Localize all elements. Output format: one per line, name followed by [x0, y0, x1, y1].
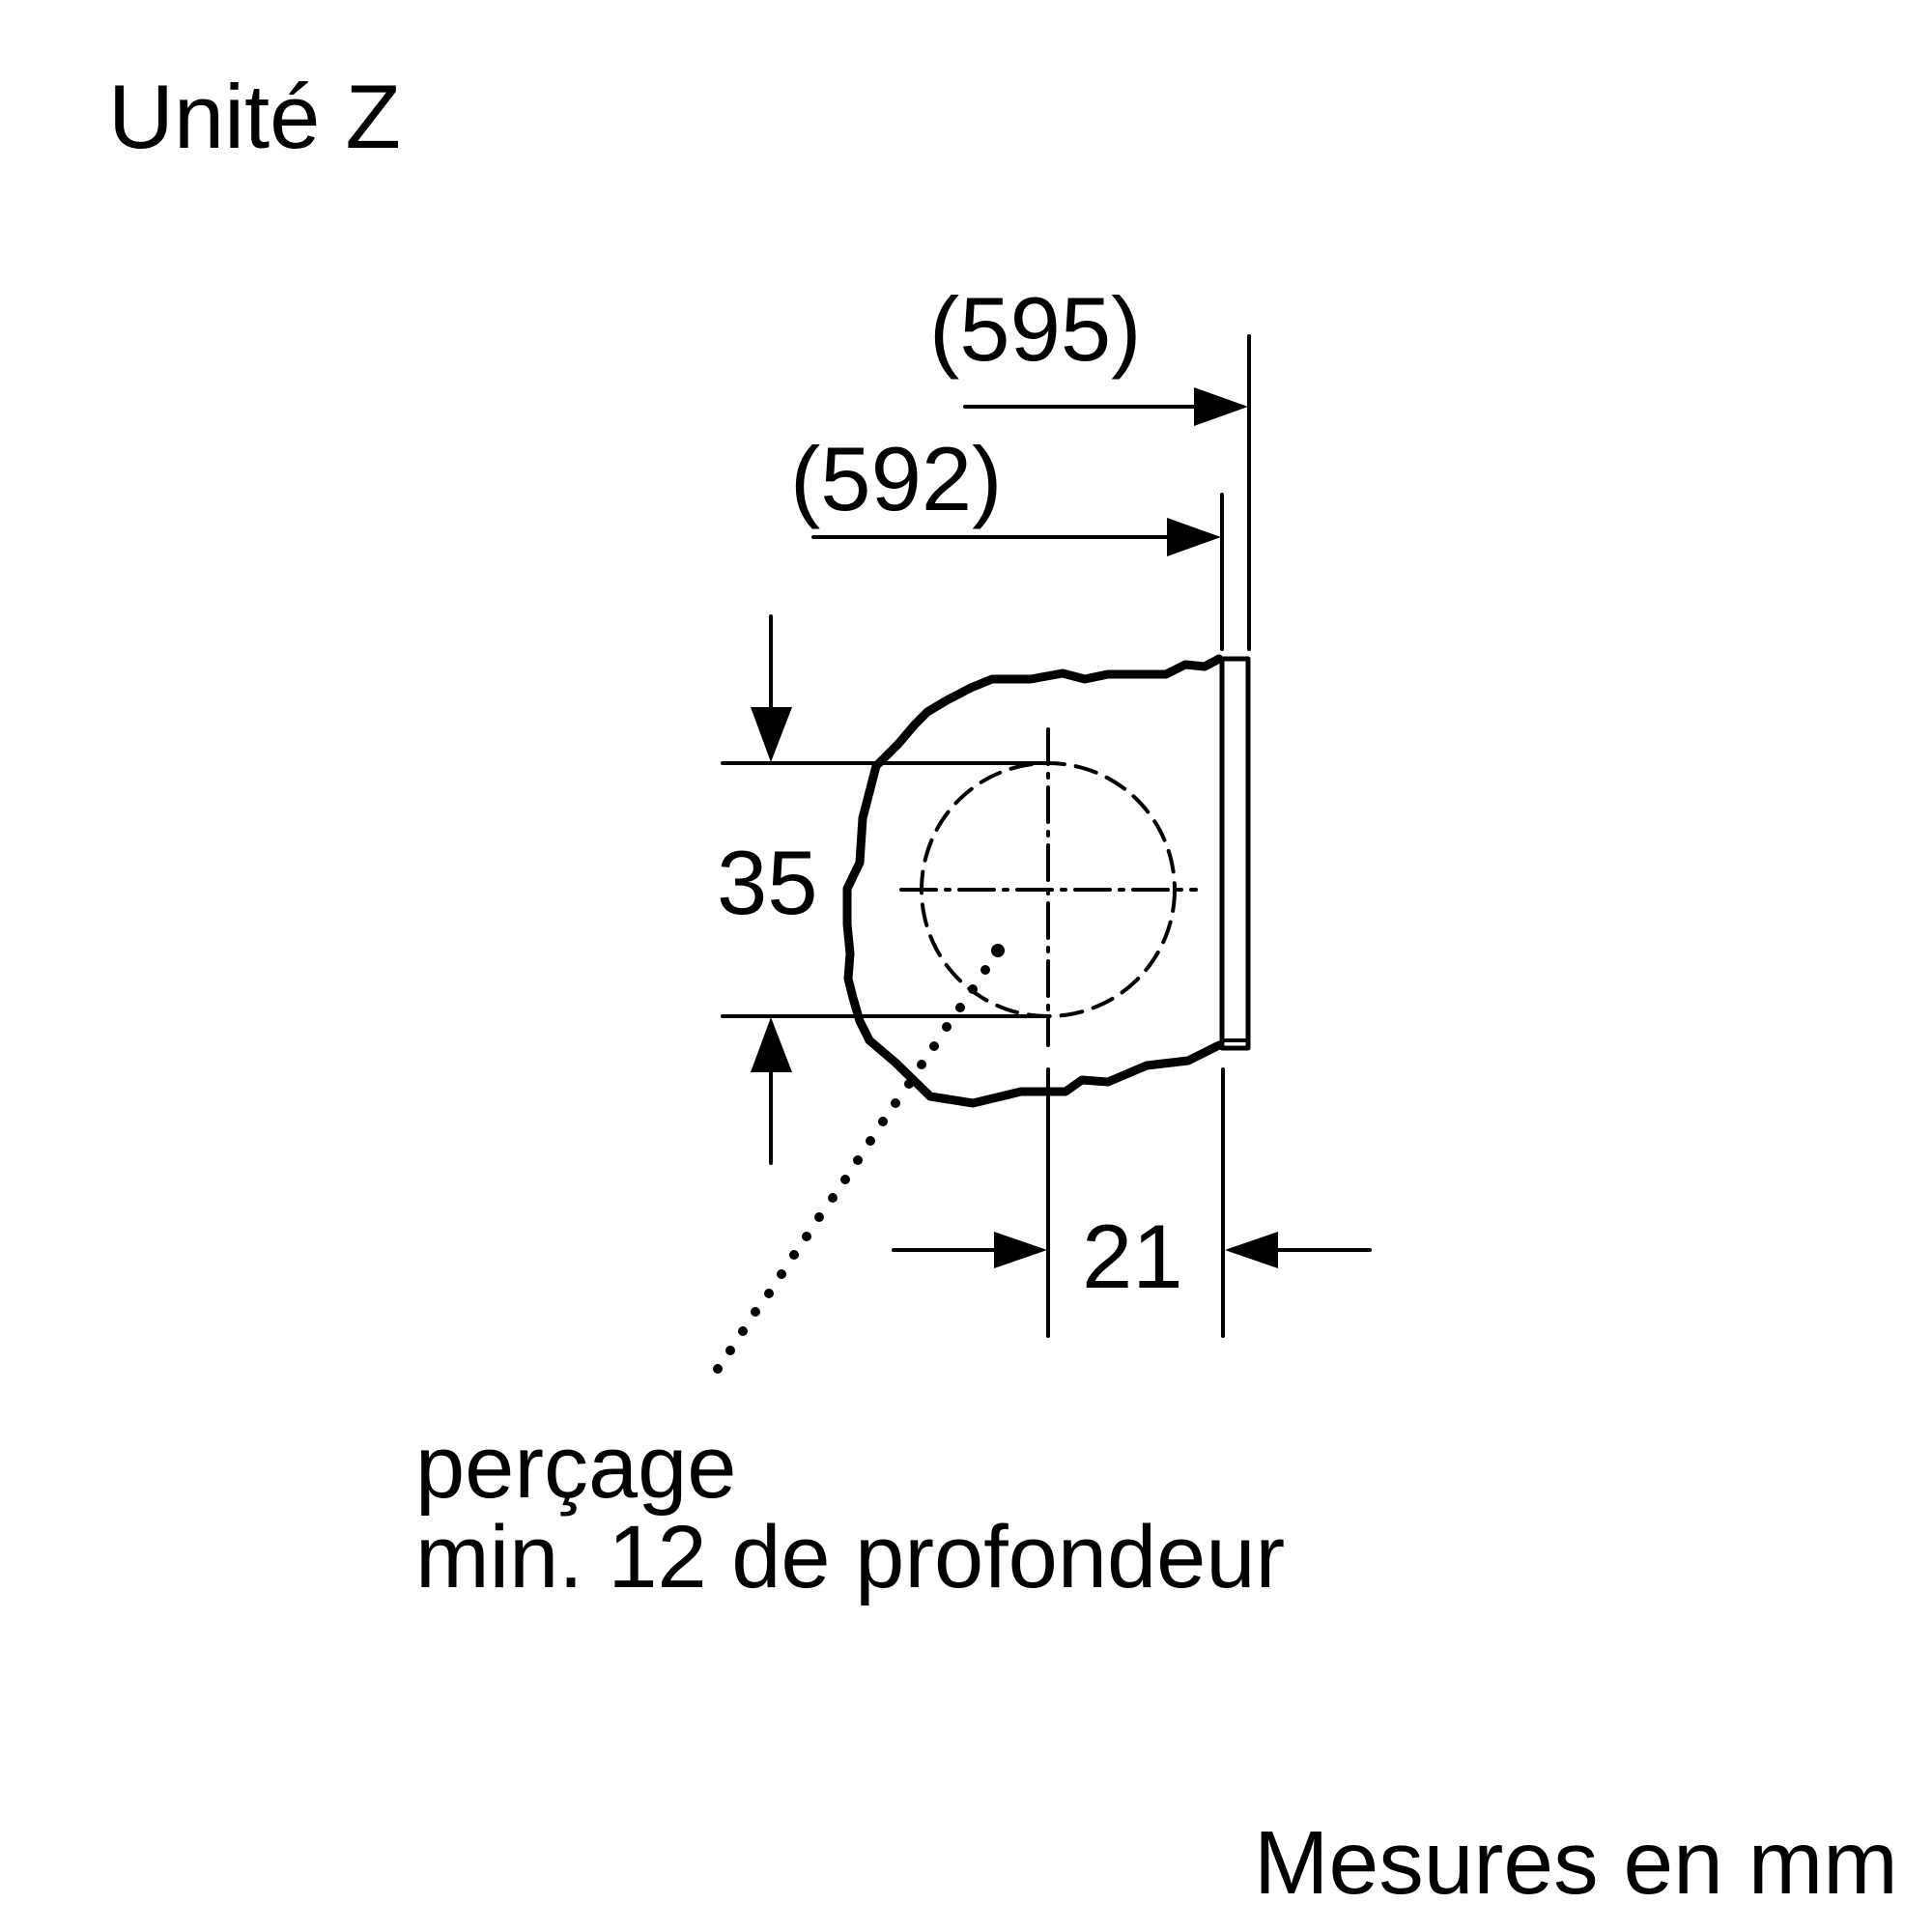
- dimension-label-hole-offset: 21: [1082, 1206, 1183, 1307]
- hole-circle-dashed: [920, 761, 1177, 1018]
- dimension-label-592: (592): [790, 428, 1003, 529]
- dimension-label-595: (595): [929, 278, 1142, 380]
- drilling-annotation: perçage min. 12 de profondeur: [415, 1423, 1285, 1603]
- drilling-annotation-line2: min. 12 de profondeur: [415, 1508, 1286, 1606]
- diagram-title: Unité Z: [108, 66, 401, 167]
- break-out-outline: [842, 654, 1224, 1108]
- door-panel: [1219, 656, 1251, 1051]
- arrowhead-592: [1167, 518, 1221, 556]
- dimension-label-hole-diameter: 35: [717, 832, 818, 933]
- arrowhead-35-bottom: [751, 1017, 792, 1072]
- drilling-annotation-line1: perçage: [415, 1418, 737, 1517]
- arrowhead-21-left: [994, 1232, 1047, 1268]
- units-note: Mesures en mm: [1254, 1812, 1898, 1913]
- drill-point-dot: [991, 944, 1005, 957]
- arrowhead-35-top: [751, 707, 792, 762]
- arrowhead-595: [1194, 387, 1248, 426]
- arrowhead-21-right: [1225, 1232, 1278, 1268]
- leader-dotted-line: [713, 965, 990, 1374]
